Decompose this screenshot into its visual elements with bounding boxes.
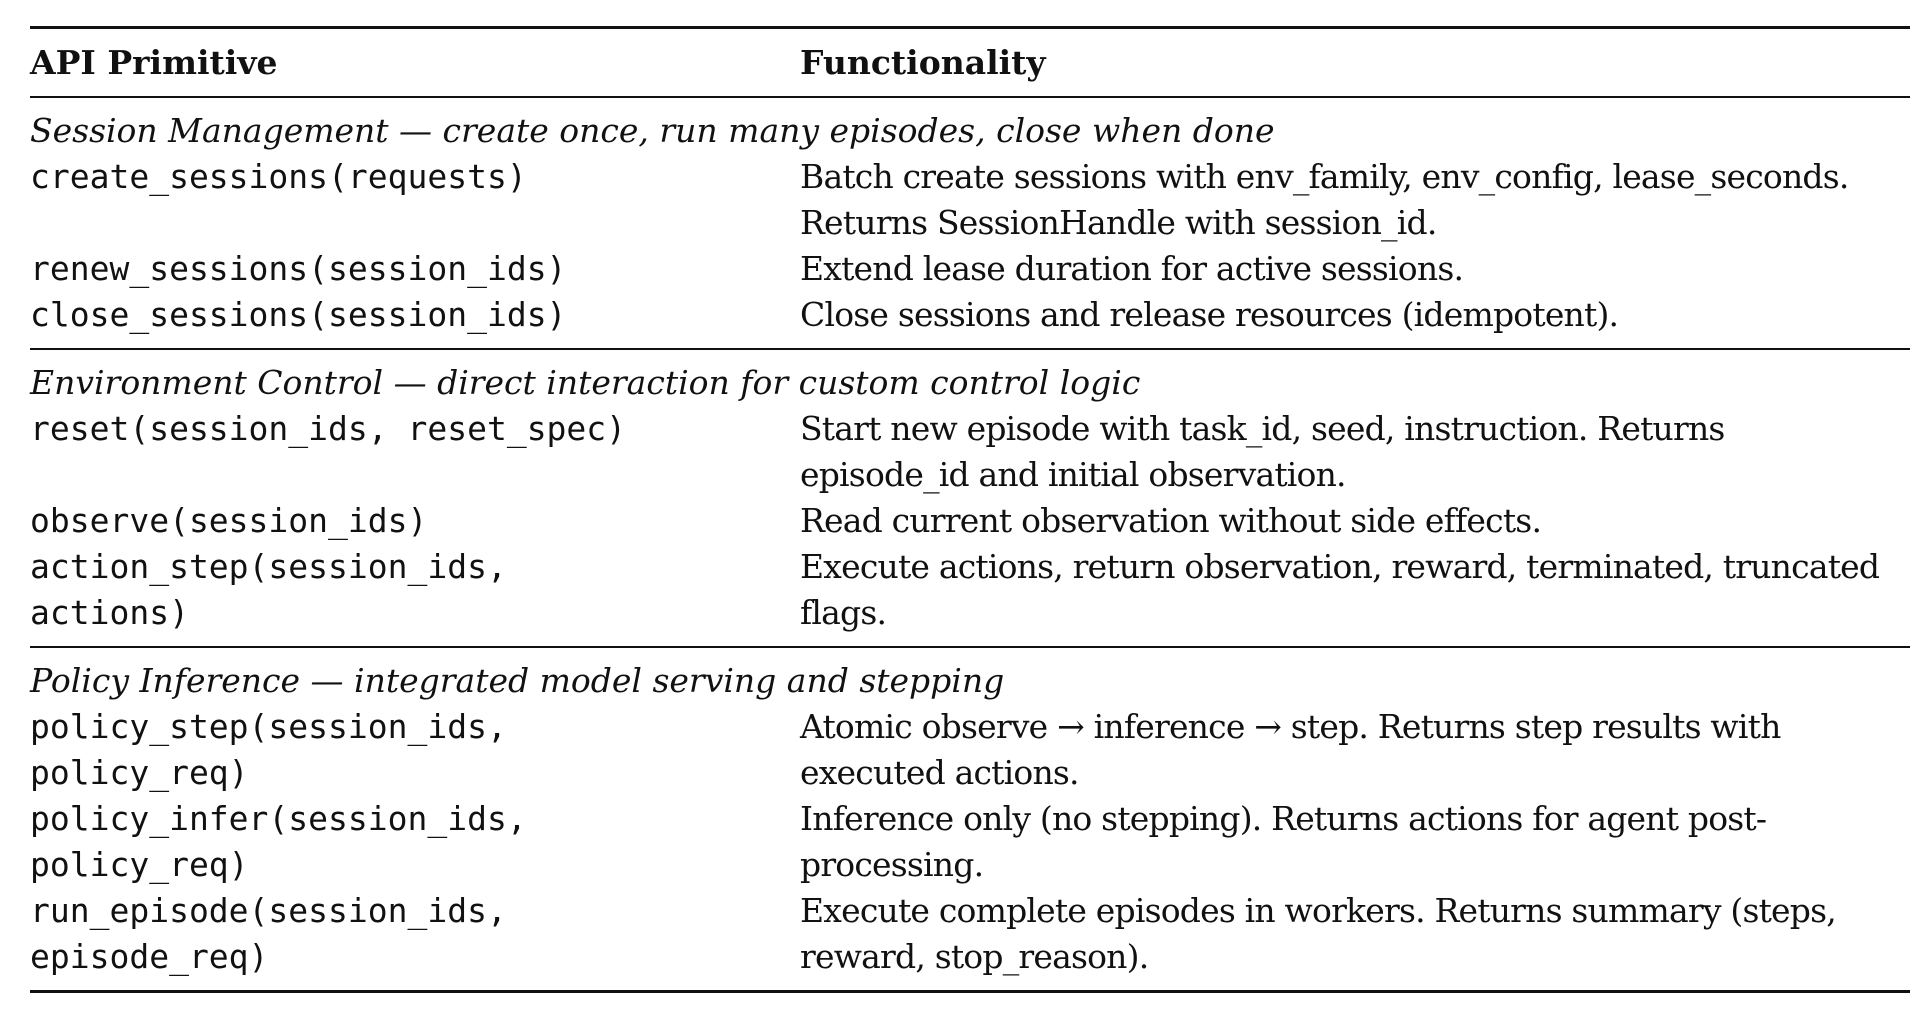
- table-section: Session Management — create once, run ma…: [30, 98, 1910, 348]
- api-primitive-signature: create_sessions(requests): [30, 157, 527, 196]
- api-primitive-signature: reset(session_ids, reset_spec): [30, 409, 627, 448]
- functionality-text: Inference only (no stepping). Returns ac…: [800, 799, 1767, 838]
- functionality-cell: Inference only (no stepping). Returns ac…: [800, 796, 1910, 888]
- functionality-cell: Read current observation without side ef…: [800, 498, 1910, 544]
- functionality-cell: Extend lease duration for active session…: [800, 246, 1910, 292]
- functionality-text: Read current observation without side ef…: [800, 501, 1542, 540]
- api-primitive-signature: close_sessions(session_ids): [30, 295, 567, 334]
- api-primitive-cell: run_episode(session_ids, episode_req): [30, 888, 800, 980]
- api-primitive-signature: episode_req): [30, 937, 269, 976]
- functionality-text: executed actions.: [800, 753, 1080, 792]
- functionality-cell: Atomic observe → inference → step. Retur…: [800, 704, 1910, 796]
- table-body: Session Management — create once, run ma…: [30, 98, 1910, 990]
- functionality-cell: Execute complete episodes in workers. Re…: [800, 888, 1910, 980]
- api-primitives-table: API Primitive Functionality Session Mana…: [30, 26, 1910, 993]
- section-title: Environment Control — direct interaction…: [30, 363, 1141, 402]
- table-row: renew_sessions(session_ids) Extend lease …: [30, 246, 1910, 292]
- api-primitive-signature: renew_sessions(session_ids): [30, 249, 567, 288]
- table-row: run_episode(session_ids, episode_req) Exec…: [30, 888, 1910, 980]
- api-primitive-cell: close_sessions(session_ids): [30, 292, 800, 338]
- api-primitive-signature: run_episode(session_ids,: [30, 891, 507, 930]
- section-rule: [30, 646, 1910, 648]
- api-primitive-signature: actions): [30, 593, 189, 632]
- functionality-cell: Close sessions and release resources (id…: [800, 292, 1910, 338]
- table-section: Environment Control — direct interaction…: [30, 350, 1910, 646]
- api-primitive-signature: action_step(session_ids,: [30, 547, 507, 586]
- table-bottom-rule: [30, 990, 1910, 993]
- table-row: policy_step(session_ids, policy_req) Atomi…: [30, 704, 1910, 796]
- api-primitive-cell: observe(session_ids): [30, 498, 800, 544]
- functionality-cell: Batch create sessions with env_family, e…: [800, 154, 1910, 246]
- section-title: Session Management — create once, run ma…: [30, 111, 1275, 150]
- api-primitive-cell: policy_step(session_ids, policy_req): [30, 704, 800, 796]
- functionality-text: Execute complete episodes in workers. Re…: [800, 891, 1837, 930]
- functionality-text: Batch create sessions with env_family, e…: [800, 157, 1849, 196]
- api-primitive-signature: policy_req): [30, 845, 249, 884]
- table-row: policy_infer(session_ids, policy_req) Infe…: [30, 796, 1910, 888]
- functionality-text: flags.: [800, 593, 887, 632]
- functionality-cell: Execute actions, return observation, rew…: [800, 544, 1910, 636]
- api-primitive-cell: action_step(session_ids, actions): [30, 544, 800, 636]
- functionality-text: reward, stop_reason).: [800, 937, 1149, 976]
- functionality-text: Atomic observe → inference → step. Retur…: [800, 707, 1781, 746]
- table-row: reset(session_ids, reset_spec) Start new …: [30, 406, 1910, 498]
- table-row: action_step(session_ids, actions) Execute …: [30, 544, 1910, 636]
- functionality-text: Returns SessionHandle with session_id.: [800, 203, 1437, 242]
- api-primitive-signature: policy_infer(session_ids,: [30, 799, 527, 838]
- table-header-rule: [30, 96, 1910, 98]
- table-section: Policy Inference — integrated model serv…: [30, 648, 1910, 990]
- header-functionality: Functionality: [800, 43, 1046, 82]
- functionality-text: Extend lease duration for active session…: [800, 249, 1464, 288]
- table-top-rule: [30, 26, 1910, 29]
- table-row: create_sessions(requests) Batch create se…: [30, 154, 1910, 246]
- table-header-row: API Primitive Functionality: [30, 29, 1910, 96]
- api-primitive-cell: policy_infer(session_ids, policy_req): [30, 796, 800, 888]
- functionality-text: Close sessions and release resources (id…: [800, 295, 1619, 334]
- api-primitive-cell: renew_sessions(session_ids): [30, 246, 800, 292]
- functionality-text: processing.: [800, 845, 984, 884]
- functionality-cell: Start new episode with task_id, seed, in…: [800, 406, 1910, 498]
- functionality-text: episode_id and initial observation.: [800, 455, 1347, 494]
- api-primitive-signature: policy_req): [30, 753, 249, 792]
- api-primitive-cell: reset(session_ids, reset_spec): [30, 406, 800, 452]
- section-rule: [30, 348, 1910, 350]
- api-primitive-cell: create_sessions(requests): [30, 154, 800, 200]
- table-row: close_sessions(session_ids) Close session…: [30, 292, 1910, 338]
- api-primitive-signature: observe(session_ids): [30, 501, 428, 540]
- functionality-text: Start new episode with task_id, seed, in…: [800, 409, 1725, 448]
- header-api-primitive: API Primitive: [30, 43, 278, 82]
- functionality-text: Execute actions, return observation, rew…: [800, 547, 1880, 586]
- table-row: observe(session_ids) Read current observa…: [30, 498, 1910, 544]
- api-primitive-signature: policy_step(session_ids,: [30, 707, 507, 746]
- section-title: Policy Inference — integrated model serv…: [30, 661, 1005, 700]
